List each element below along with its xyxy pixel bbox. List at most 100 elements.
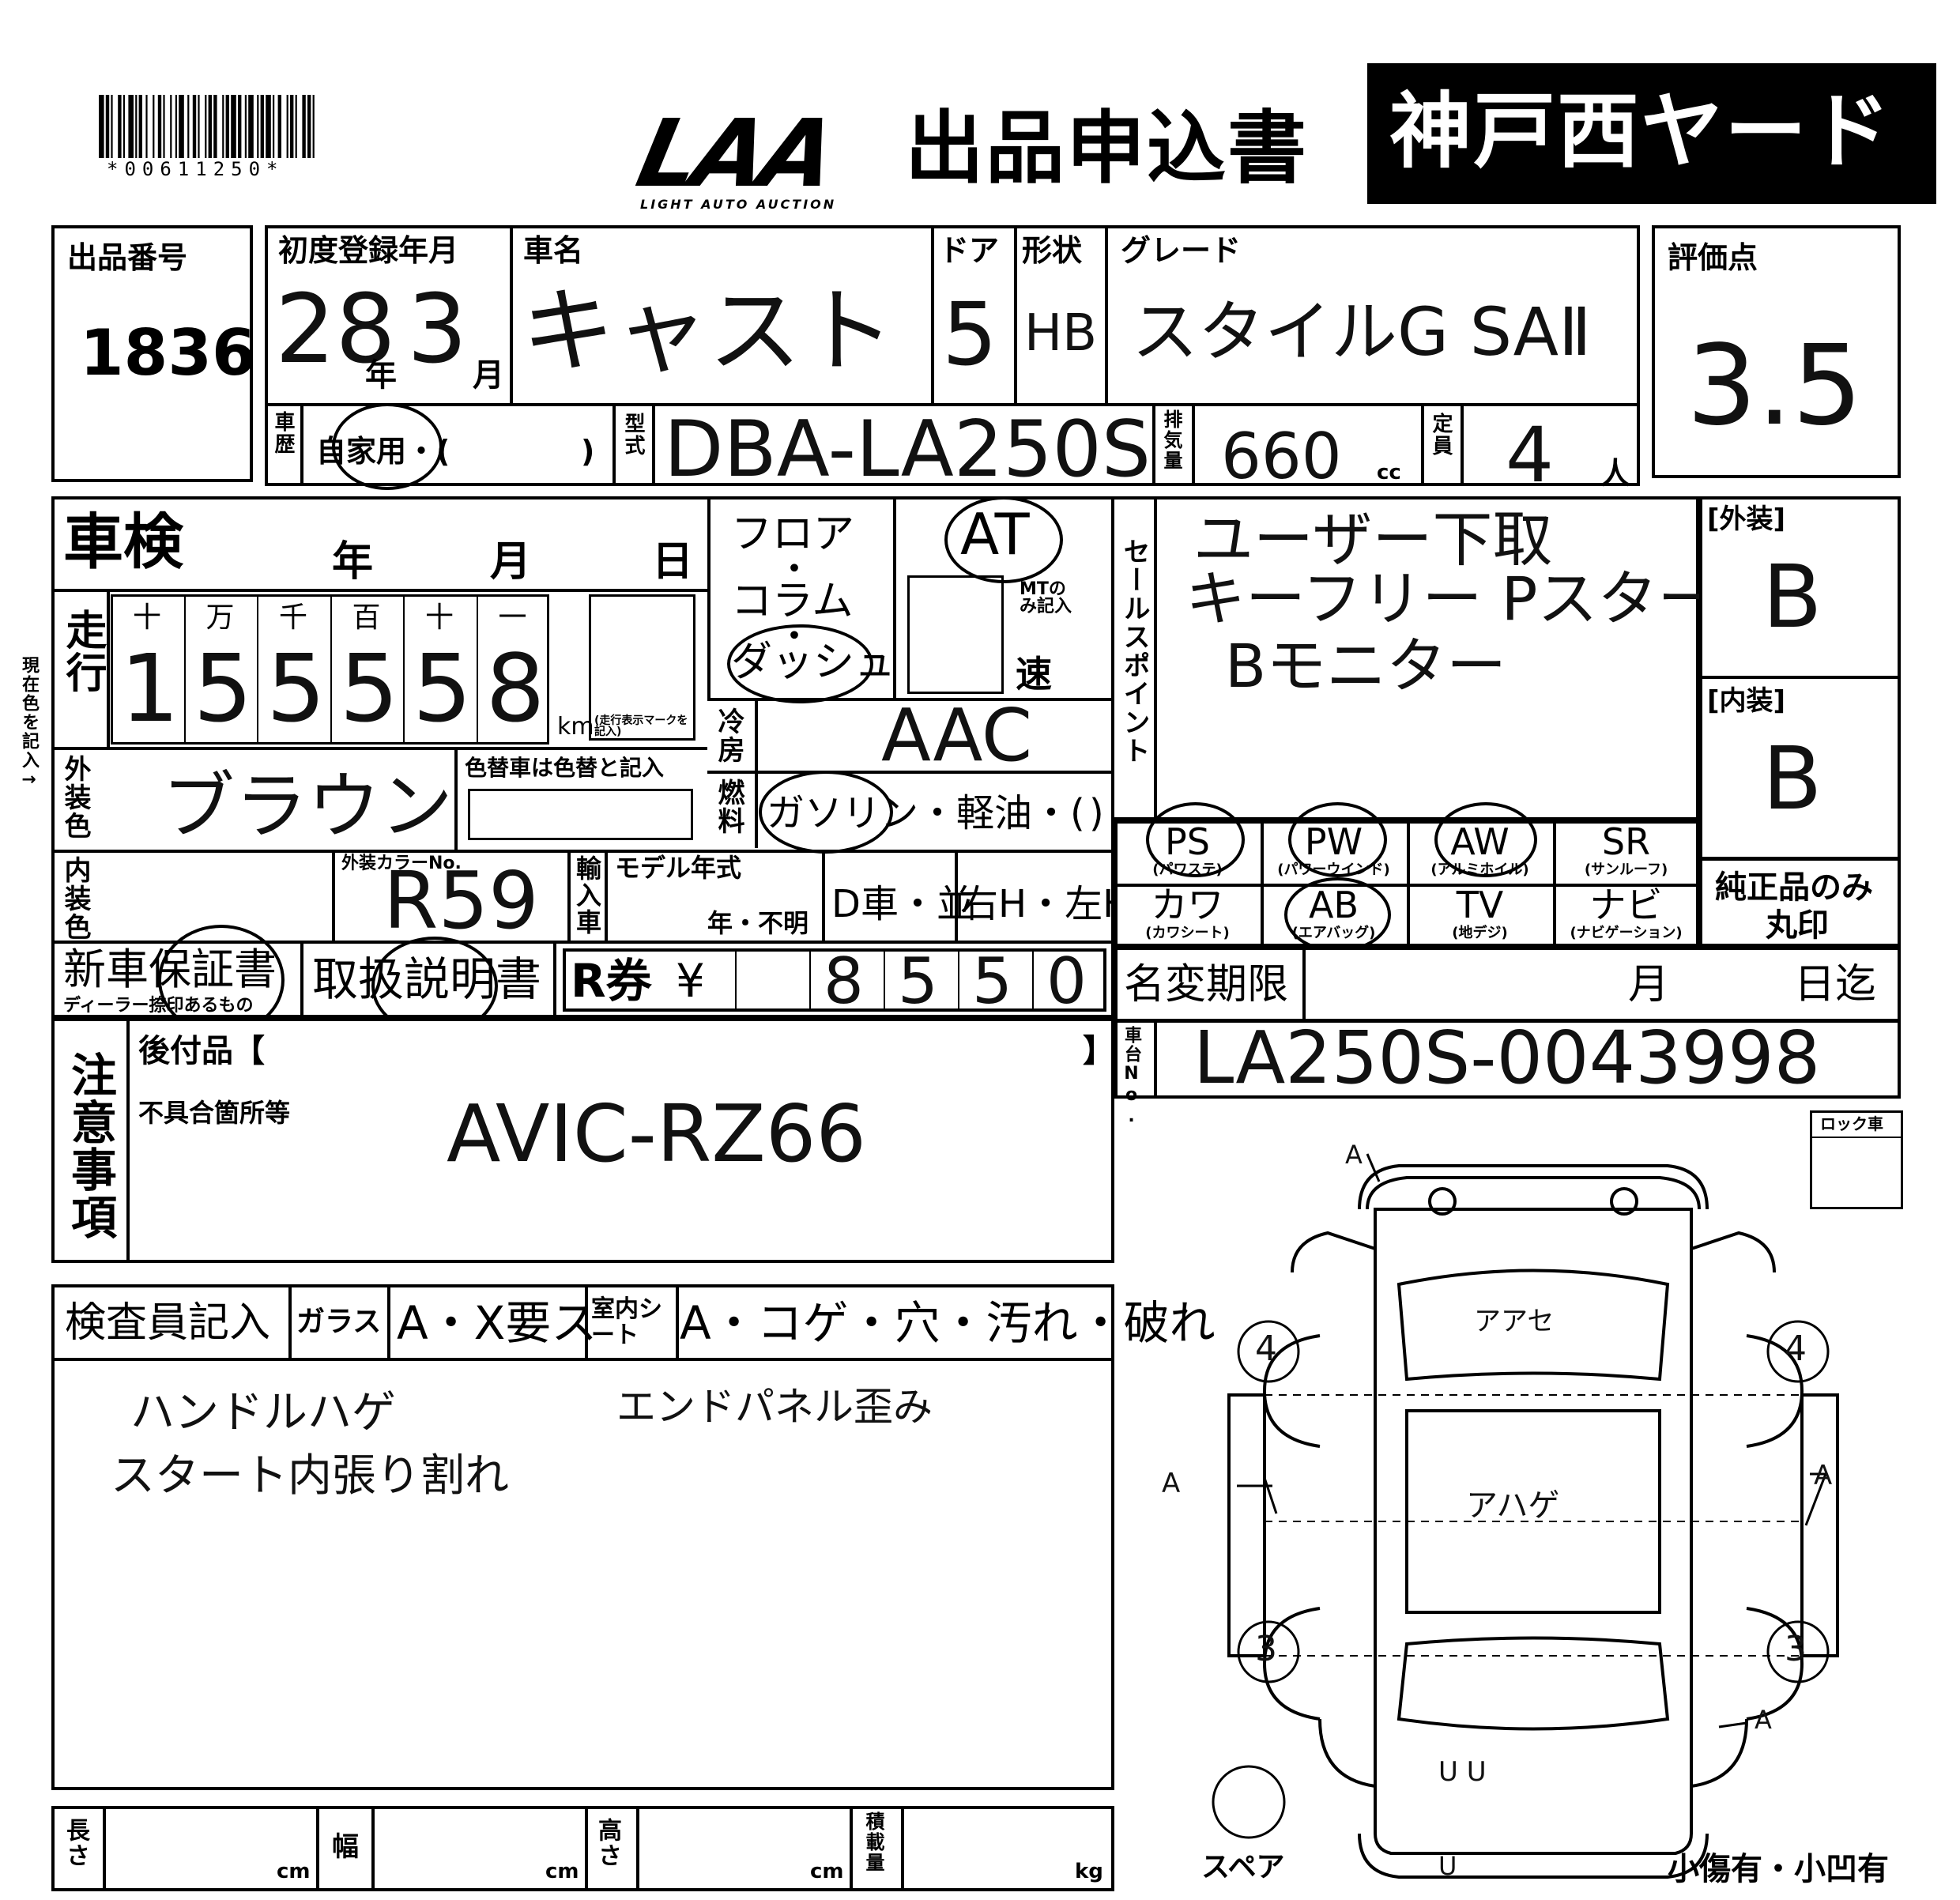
ps-circle-mark bbox=[1146, 802, 1245, 877]
displacement-unit: cc bbox=[1377, 461, 1401, 484]
shape-value: HB bbox=[1024, 304, 1098, 363]
repaint-label: 色替車は色替と記入 bbox=[465, 755, 665, 781]
displacement-value: 660 bbox=[1221, 420, 1342, 493]
chassis-box bbox=[1114, 1020, 1901, 1099]
shift-dot-1: ・ bbox=[778, 551, 810, 587]
door-label: ドア bbox=[939, 233, 1000, 268]
lot-label: 出品番号 bbox=[67, 240, 188, 275]
height-label: 高さ bbox=[594, 1818, 621, 1868]
glass-label: ガラス bbox=[296, 1306, 382, 1338]
lot-box: 出品番号 1836 bbox=[51, 225, 256, 482]
model-code-label: 型式 bbox=[621, 413, 645, 457]
barcode-bar bbox=[99, 95, 104, 158]
recycle-box bbox=[563, 948, 1106, 1012]
diagram-a-right: A bbox=[1814, 1460, 1833, 1491]
mileage-km-note: (走行表示マークを記入) bbox=[594, 714, 688, 738]
score-value: 3.5 bbox=[1687, 322, 1863, 450]
diagram-a-left: A bbox=[1162, 1468, 1181, 1499]
mileage-unit-label: 十 bbox=[425, 601, 454, 634]
first-reg-year-unit: 年 bbox=[365, 357, 397, 394]
history-circle-mark bbox=[332, 403, 443, 490]
equipment-code: ナビ bbox=[1589, 884, 1663, 926]
mileage-km: km bbox=[557, 713, 594, 741]
mileage-digit: 5 bbox=[339, 634, 399, 743]
exterior-color-value: ブラウン bbox=[162, 764, 454, 849]
sales-point-box bbox=[1114, 496, 1699, 820]
barcode-bar bbox=[286, 95, 288, 158]
mileage-cell-divider bbox=[330, 594, 332, 745]
shape-label: 形状 bbox=[1022, 233, 1083, 268]
shaken-month: 月 bbox=[490, 538, 532, 586]
spare-label: スペア bbox=[1201, 1851, 1285, 1883]
defect-label: 不具合箇所等 bbox=[138, 1098, 291, 1128]
inspector-note-2: スタート内張り割れ bbox=[111, 1450, 509, 1502]
recycle-cell-divider bbox=[735, 948, 737, 1012]
inspector-note-3: エンドパネル歪み bbox=[616, 1384, 933, 1430]
barcode-bar bbox=[198, 95, 200, 158]
diagram-front-label: アアセ bbox=[1474, 1306, 1555, 1337]
barcode-bar bbox=[244, 95, 247, 158]
barcode-bar bbox=[179, 95, 184, 158]
barcode-bar bbox=[290, 95, 294, 158]
equipment-code: TV bbox=[1456, 884, 1504, 926]
aftermarket-label: 後付品【 bbox=[138, 1033, 265, 1069]
diagram-rear-label: U U bbox=[1438, 1756, 1487, 1788]
sales-point-line-2: キーフリー Pスタート bbox=[1185, 564, 1778, 634]
barcode-bar bbox=[118, 95, 122, 158]
equipment-sub: (カワシート) bbox=[1145, 925, 1230, 941]
diagram-wheel-rr: 3 bbox=[1785, 1629, 1807, 1669]
laa-logo: LAA LIGHT AUTO AUCTION bbox=[628, 99, 893, 212]
barcode-bar bbox=[135, 95, 138, 158]
mileage-digit: 5 bbox=[413, 634, 473, 743]
diagram-a-top-left: A bbox=[1345, 1140, 1363, 1170]
width-label: 幅 bbox=[332, 1831, 359, 1863]
lock-label: ロック車 bbox=[1820, 1114, 1883, 1133]
equipment-sub: (ナビゲーション) bbox=[1570, 925, 1683, 941]
recycle-yen: ¥ bbox=[676, 954, 705, 1008]
model-year-label: モデル年式 bbox=[615, 853, 742, 883]
color-no-label: 外装カラーNo. bbox=[341, 854, 462, 873]
logo-text: LAA bbox=[628, 99, 842, 208]
barcode: *00611250* bbox=[99, 95, 439, 180]
mileage-digit: 8 bbox=[485, 634, 545, 743]
equipment-sub: (サンルーフ) bbox=[1584, 861, 1668, 878]
diagram-bottom-u: U bbox=[1438, 1851, 1457, 1881]
diagram-wheel-fr: 4 bbox=[1785, 1329, 1807, 1369]
fuel-circle-mark bbox=[759, 771, 893, 854]
shaken-label: 車検 bbox=[63, 507, 183, 577]
first-reg-month: 3 bbox=[407, 275, 468, 385]
barcode-number: *00611250* bbox=[107, 158, 285, 180]
mileage-digit: 5 bbox=[266, 634, 326, 743]
barcode-bar bbox=[138, 95, 142, 158]
notes-box bbox=[51, 1018, 1114, 1263]
yard-name: 神戸西ヤード bbox=[1389, 83, 1893, 179]
mileage-unit-label: 百 bbox=[352, 601, 381, 634]
interior-seat-label: 室内シート bbox=[591, 1295, 662, 1349]
car-name-label: 車名 bbox=[523, 233, 584, 268]
diagram-center-label: アハゲ bbox=[1466, 1487, 1560, 1524]
pw-circle-mark bbox=[1288, 802, 1387, 877]
mt-note: MTのみ記入 bbox=[1020, 579, 1072, 616]
dimensions-row bbox=[51, 1806, 1114, 1891]
equipment-sub: (地デジ) bbox=[1452, 925, 1508, 941]
barcode-bar bbox=[157, 95, 162, 158]
barcode-bar bbox=[205, 95, 207, 158]
mileage-label: 走行 bbox=[58, 609, 106, 694]
barcode-bar bbox=[257, 95, 259, 158]
mileage-cell-divider bbox=[476, 594, 478, 745]
side-note: 現在色を記入→ bbox=[19, 656, 39, 791]
aw-circle-mark bbox=[1434, 802, 1537, 877]
score-box: 評価点 3.5 bbox=[1652, 225, 1901, 478]
history-label: 車歴 bbox=[271, 411, 295, 455]
barcode-bar bbox=[225, 95, 229, 158]
shift-column: コラム bbox=[731, 578, 854, 625]
sales-point-label: セールスポイント bbox=[1118, 537, 1150, 765]
sales-point-line-1: ユーザー下取 bbox=[1193, 504, 1553, 575]
inspector-box bbox=[51, 1284, 1114, 1790]
genuine-only-line-1: 純正品のみ bbox=[1715, 869, 1873, 906]
barcode-bar bbox=[248, 95, 254, 158]
barcode-bar bbox=[295, 95, 297, 158]
import-label: 輸入車 bbox=[572, 855, 602, 936]
name-change-month: 月 bbox=[1628, 961, 1670, 1008]
length-label: 長さ bbox=[62, 1818, 89, 1868]
